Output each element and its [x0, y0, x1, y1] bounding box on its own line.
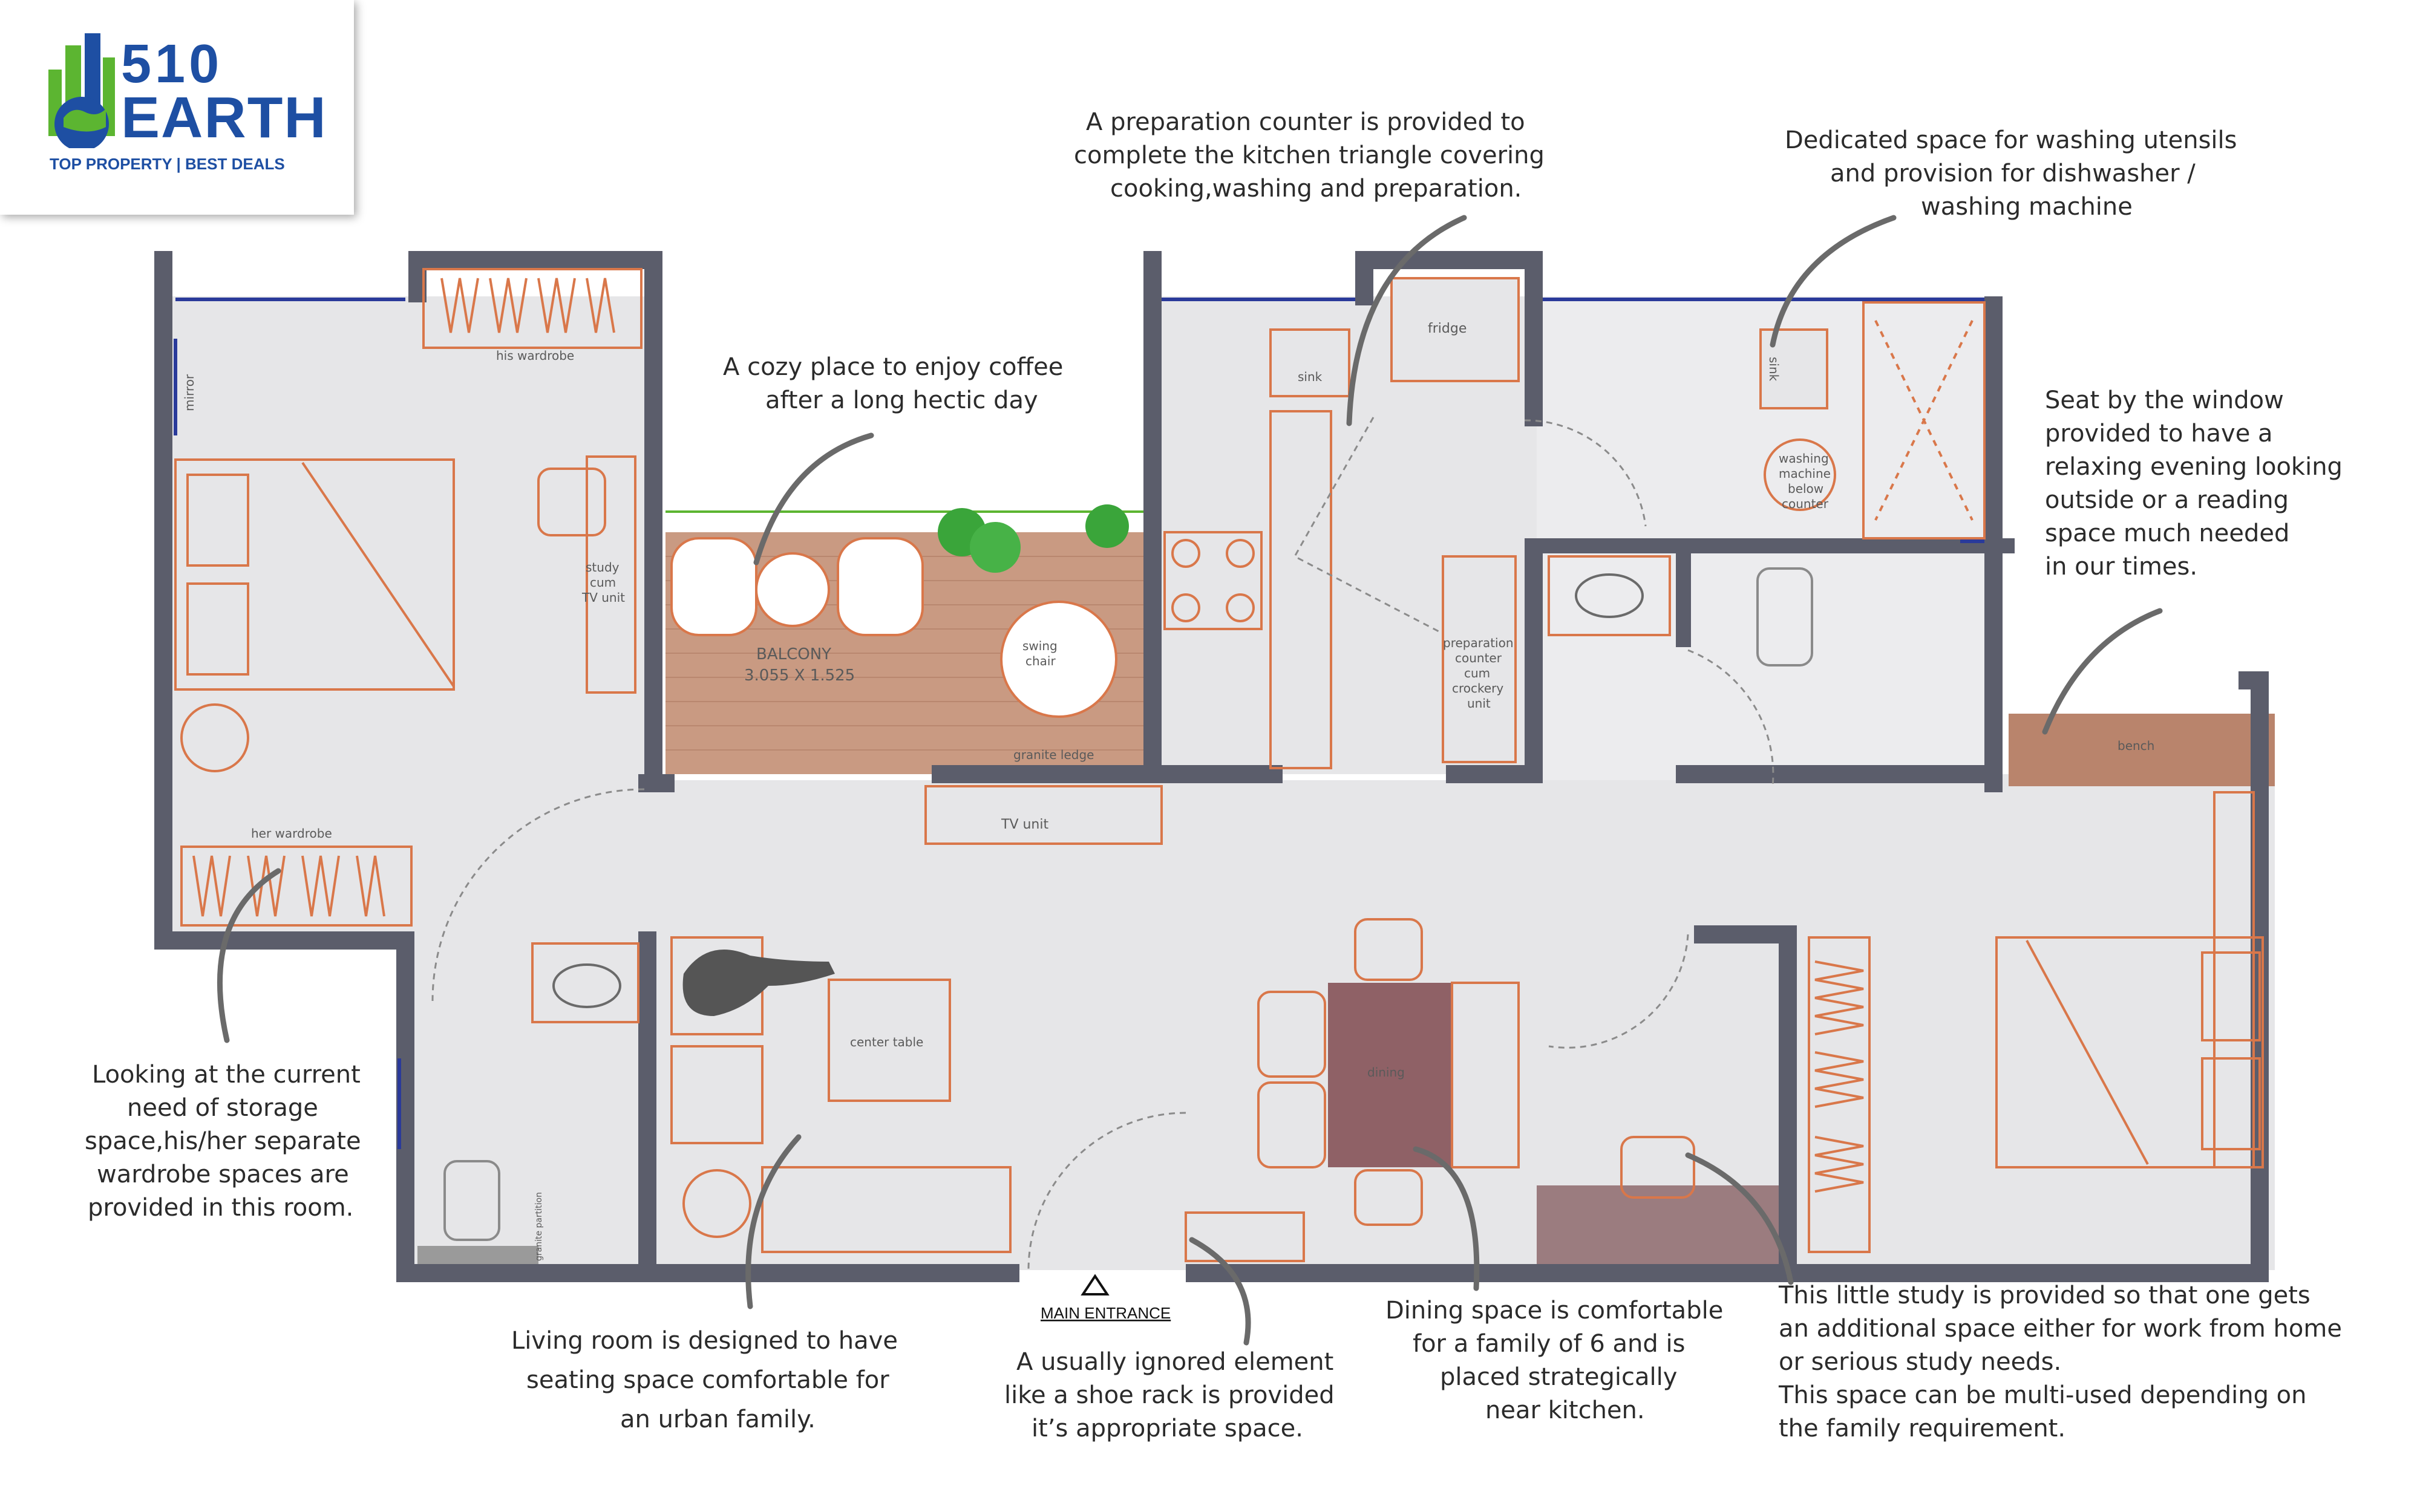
- second-bedroom: [1808, 791, 2264, 1253]
- entrance-triangle-icon: [1081, 1274, 1110, 1295]
- kitchen-fixtures: [1163, 277, 1520, 769]
- tv-unit: [924, 785, 1163, 845]
- mirror-label: mirror: [182, 374, 197, 411]
- prep-label-5: unit: [1467, 696, 1491, 711]
- balcony-furniture: [670, 504, 1129, 718]
- brand-logo-card[interactable]: 510 EARTH TOP PROPERTY | BEST DEALS: [0, 0, 354, 215]
- center-table-label: center table: [850, 1035, 923, 1049]
- building-globe-logo-icon: [48, 33, 115, 148]
- annotation-living: Living room is designed to have seating …: [511, 1327, 898, 1433]
- prep-label-1: preparation: [1443, 636, 1514, 650]
- tv-unit-label: TV unit: [1001, 817, 1048, 832]
- master-bed: [174, 458, 455, 772]
- his-wardrobe-label: his wardrobe: [496, 348, 574, 363]
- annotation-arrows: [217, 215, 2163, 1346]
- svg-text:like a shoe rack is provided: like a shoe rack is provided: [1004, 1381, 1335, 1409]
- granite-ledge-label: granite ledge: [1013, 748, 1094, 762]
- balcony-label: BALCONY: [756, 645, 831, 663]
- svg-text:complete the kitchen triangle: complete the kitchen triangle covering: [1074, 142, 1545, 169]
- svg-text:and provision for dishwasher /: and provision for dishwasher /: [1830, 160, 2196, 187]
- wm-label-3: below: [1788, 481, 1823, 496]
- study-area: [1537, 1136, 1779, 1264]
- svg-text:seating space comfortable for: seating space comfortable for: [526, 1366, 889, 1394]
- svg-text:it’s appropriate space.: it’s appropriate space.: [1032, 1415, 1303, 1442]
- svg-text:Living room is designed to hav: Living room is designed to have: [511, 1327, 898, 1355]
- annotation-window-seat: Seat by the window provided to have a re…: [2045, 386, 2343, 581]
- swing-label-1: swing: [1022, 639, 1058, 653]
- svg-text:cooking,washing and preparatio: cooking,washing and preparation.: [1110, 175, 1522, 203]
- logo-number: 510: [121, 34, 223, 94]
- svg-text:space much needed: space much needed: [2045, 520, 2289, 547]
- svg-text:A usually ignored element: A usually ignored element: [1016, 1348, 1333, 1376]
- svg-text:A cozy place to enjoy coffee: A cozy place to enjoy coffee: [723, 353, 1063, 381]
- annotation-dining: Dining space is comfortable for a family…: [1385, 1297, 1723, 1424]
- study-tv-label-3: TV unit: [581, 590, 625, 605]
- her-wardrobe: [180, 846, 413, 927]
- svg-text:the family requirement.: the family requirement.: [1779, 1415, 2065, 1442]
- prep-label-3: cum: [1464, 666, 1490, 680]
- study-tv-unit: [537, 455, 636, 694]
- study-tv-label-1: study: [586, 560, 620, 575]
- wm-label-2: machine: [1779, 466, 1831, 481]
- svg-text:an additional space either for: an additional space either for work from…: [1779, 1315, 2342, 1343]
- svg-text:provided to have a: provided to have a: [2045, 420, 2273, 448]
- svg-text:washing machine: washing machine: [1921, 193, 2133, 221]
- fridge-label: fridge: [1428, 321, 1467, 336]
- wm-label-4: counter: [1782, 497, 1829, 511]
- living-furniture: [670, 936, 1012, 1253]
- svg-text:wardrobe spaces are: wardrobe spaces are: [97, 1161, 349, 1188]
- walls: [154, 251, 2269, 1282]
- dining-label: dining: [1367, 1065, 1405, 1080]
- svg-text:outside or a reading: outside or a reading: [2045, 486, 2289, 514]
- svg-text:near kitchen.: near kitchen.: [1485, 1396, 1645, 1424]
- main-entrance-label: MAIN ENTRANCE: [1041, 1304, 1171, 1322]
- logo-tagline: TOP PROPERTY | BEST DEALS: [50, 155, 285, 173]
- svg-text:in our times.: in our times.: [2045, 553, 2197, 581]
- bath-one: [417, 942, 639, 1264]
- door-swings: [431, 417, 1774, 1271]
- annotation-shoe-rack: A usually ignored element like a shoe ra…: [1004, 1348, 1335, 1442]
- annotation-utensils: Dedicated space for washing utensils and…: [1785, 126, 2237, 221]
- granite-partition-label: granite partition: [534, 1192, 544, 1261]
- wm-label-1: washing: [1779, 451, 1829, 466]
- svg-text:relaxing evening looking: relaxing evening looking: [2045, 453, 2343, 481]
- swing-label-2: chair: [1025, 654, 1056, 668]
- annotation-prep-counter: A preparation counter is provided to com…: [1074, 108, 1545, 203]
- svg-text:Dining space is comfortable: Dining space is comfortable: [1385, 1297, 1723, 1325]
- svg-text:This little study is provided: This little study is provided so that on…: [1778, 1282, 2310, 1309]
- prep-label-4: crockery: [1452, 681, 1503, 696]
- annotation-storage: Looking at the current need of storage s…: [85, 1061, 361, 1222]
- sink-label: sink: [1298, 370, 1323, 384]
- svg-text:after a long hectic day: after a long hectic day: [765, 386, 1038, 414]
- svg-text:Dedicated space for washing ut: Dedicated space for washing utensils: [1785, 126, 2237, 154]
- svg-text:space,his/her separate: space,his/her separate: [85, 1127, 361, 1155]
- annotation-study: This little study is provided so that on…: [1778, 1282, 2342, 1442]
- windows: [174, 298, 1984, 1149]
- svg-text:Looking at the current: Looking at the current: [92, 1061, 361, 1089]
- annotation-coffee: A cozy place to enjoy coffee after a lon…: [723, 353, 1063, 414]
- svg-text:This space can be multi-used d: This space can be multi-used depending o…: [1778, 1381, 2307, 1409]
- svg-text:placed strategically: placed strategically: [1440, 1363, 1677, 1391]
- bench-deck: [2009, 714, 2275, 786]
- svg-text:Seat by the window: Seat by the window: [2045, 386, 2284, 414]
- svg-text:for a family of 6 and is: for a family of 6 and is: [1413, 1330, 1685, 1358]
- her-wardrobe-label: her wardrobe: [251, 826, 332, 841]
- sink2-label: sink: [1767, 357, 1781, 382]
- common-bath: [1548, 555, 1813, 666]
- his-wardrobe: [422, 268, 643, 349]
- svg-text:need of storage: need of storage: [127, 1094, 318, 1122]
- prep-label-2: counter: [1455, 651, 1502, 665]
- bench-label: bench: [2118, 738, 2154, 753]
- svg-text:provided in this room.: provided in this room.: [88, 1194, 353, 1222]
- study-tv-label-2: cum: [590, 575, 616, 590]
- svg-text:A preparation counter is provi: A preparation counter is provided to: [1086, 108, 1525, 136]
- svg-text:an urban family.: an urban family.: [620, 1406, 816, 1433]
- svg-text:or serious study needs.: or serious study needs.: [1779, 1348, 2061, 1376]
- dining-set: [1257, 918, 1520, 1226]
- logo-word: EARTH: [121, 85, 327, 150]
- balcony-size: 3.055 X 1.525: [744, 666, 855, 685]
- shoe-rack: [1185, 1211, 1305, 1262]
